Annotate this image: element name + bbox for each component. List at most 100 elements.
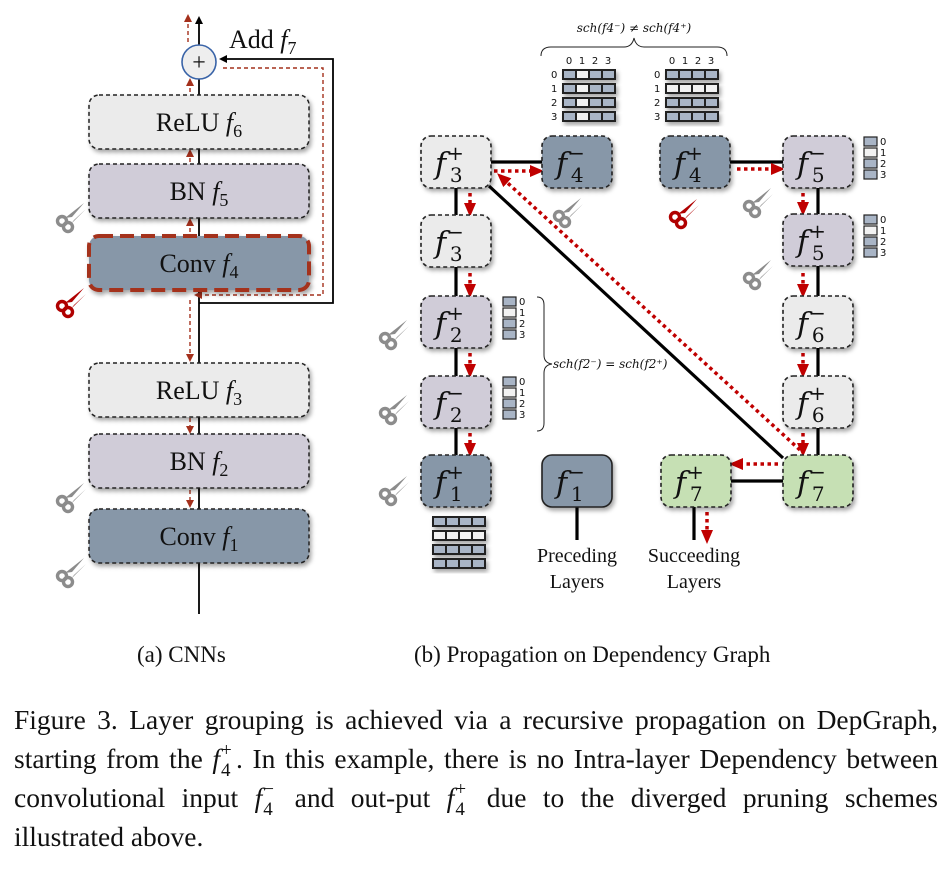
preceding-layers-label: Preceding (537, 545, 617, 567)
weight-cell (590, 113, 601, 120)
pruned-cell (577, 85, 588, 92)
weight-cell (447, 546, 458, 553)
graph-node-rect (541, 454, 613, 508)
graph-node-label: f+3 (433, 141, 464, 187)
grid-row-frame (562, 69, 616, 80)
channel-cell (863, 214, 878, 225)
graph-node-f1m: f−1 (541, 454, 613, 508)
brace-side (536, 296, 553, 432)
weight-cell (693, 71, 704, 78)
pruned-cell (706, 85, 717, 92)
channel-label: 1 (880, 148, 886, 159)
channel-label: 0 (880, 137, 886, 148)
caption-math-f4-minus: f−4 (254, 778, 274, 820)
pruned-cell (473, 532, 484, 539)
skip-connection (199, 55, 334, 304)
graph-node-label: f−3 (433, 220, 464, 266)
edge-f3p-f7m (487, 184, 785, 460)
channel-label: 2 (519, 399, 525, 410)
layer-box-relu-f6: ReLU f6 (88, 94, 310, 150)
weight-cell (434, 518, 445, 525)
scissors-icon-bn-f5 (55, 201, 88, 234)
grid-row-frame (432, 516, 486, 527)
layer-label: Conv f1 (159, 522, 238, 555)
pruned-cell (667, 85, 678, 92)
graph-node-rect (660, 454, 732, 508)
channel-cell (863, 247, 878, 258)
add-label: Add f7 (229, 25, 297, 58)
graph-node-f4m: f−4 (541, 135, 613, 189)
graph-node-label: f−7 (795, 460, 826, 506)
layer-box-rect (88, 433, 310, 489)
scissors-icon-f5-plus (742, 258, 775, 291)
weight-cell (693, 99, 704, 106)
channel-cell (863, 136, 878, 147)
scissors-icon-f5-minus (742, 186, 775, 219)
grid-row-label: 3 (551, 112, 557, 123)
channel-label: 3 (880, 170, 886, 181)
layer-label: Conv f4 (159, 249, 238, 282)
channel-cell (502, 409, 517, 420)
layer-box-rect (88, 362, 310, 418)
channel-label: 3 (519, 330, 525, 341)
add-node-circle (181, 44, 217, 80)
grid-col-label: 2 (695, 56, 701, 67)
pruned-cell (693, 85, 704, 92)
weight-cell (473, 560, 484, 567)
grid-row-label: 3 (654, 112, 660, 123)
caption-part-3: and out-put (278, 782, 447, 813)
weight-cell (447, 518, 458, 525)
weight-cell (434, 546, 445, 553)
brace-top (540, 37, 728, 57)
channel-label: 1 (519, 388, 525, 399)
graph-node-f3m: f−3 (420, 214, 492, 268)
graph-node-rect (420, 295, 492, 349)
grid-col-label: 1 (682, 56, 688, 67)
graph-node-rect (782, 213, 854, 267)
weight-cell (680, 99, 691, 106)
channel-cell (863, 236, 878, 247)
weight-cell (447, 560, 458, 567)
weight-cell (590, 99, 601, 106)
propagation-f7m-to-f3p (497, 173, 802, 452)
grid-row-frame (665, 97, 719, 108)
channel-cell (502, 376, 517, 387)
weight-cell (680, 113, 691, 120)
grid-row-label: 1 (551, 84, 557, 95)
grid-row-frame (562, 97, 616, 108)
grid-row-frame (432, 544, 486, 555)
pruned-cell (460, 532, 471, 539)
layer-box-bn-f5: BN f5 (88, 163, 310, 219)
channel-cell (502, 398, 517, 409)
grid-row-frame (562, 83, 616, 94)
weight-cell (473, 546, 484, 553)
layer-label: ReLU f6 (156, 108, 242, 141)
pruned-channel (502, 387, 517, 398)
graph-node-f1p: f+1 (420, 454, 492, 508)
grid-row-frame (665, 83, 719, 94)
weight-cell (693, 113, 704, 120)
weight-cell (603, 113, 614, 120)
grid-row-frame (665, 69, 719, 80)
preceding-layers-label: Layers (550, 571, 605, 593)
channel-cell (863, 158, 878, 169)
graph-node-f4p: f+4 (659, 135, 731, 189)
channel-cell (502, 318, 517, 329)
channel-cell (502, 296, 517, 307)
caption-part-2: . In this example, there is no Intra-lay… (14, 743, 938, 813)
caption-part-1: Figure 3. Layer grouping is achieved via… (14, 704, 938, 774)
graph-node-f5p: f+5 (782, 213, 854, 267)
layer-box-relu-f3: ReLU f3 (88, 362, 310, 418)
grid-row-frame (432, 558, 486, 569)
graph-node-rect (541, 135, 613, 189)
weight-cell (473, 518, 484, 525)
graph-node-rect (782, 295, 854, 349)
scissors-icon-conv-f1 (55, 556, 88, 589)
pruned-cell (577, 113, 588, 120)
